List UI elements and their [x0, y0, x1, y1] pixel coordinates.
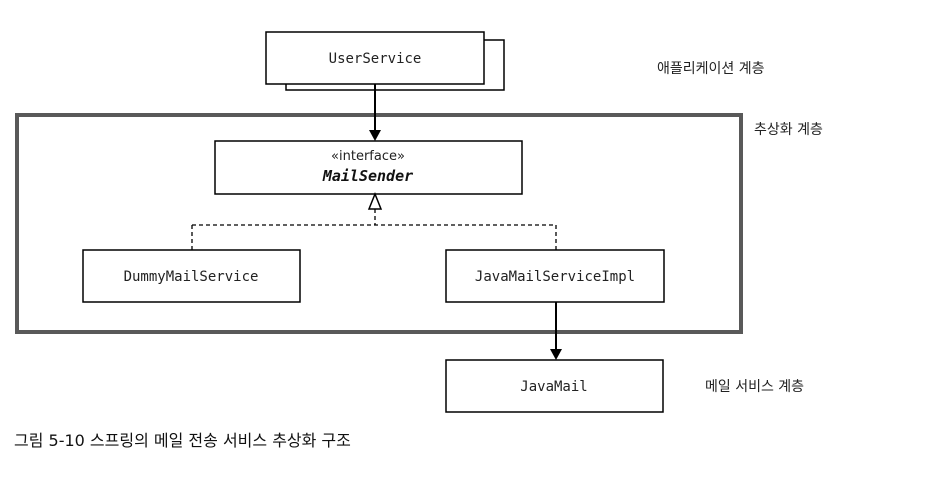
realization-connectors — [191, 191, 557, 250]
hollow-triangle-icon — [367, 191, 383, 210]
uses-arrow-impl-to-javamail — [550, 302, 562, 360]
user-service-label: UserService — [329, 51, 422, 67]
user-service-box-front — [265, 31, 485, 85]
interface-stereotype-label: «interface» — [331, 149, 405, 164]
user-service-box: UserService — [265, 31, 505, 91]
java-mail-service-impl-box: JavaMailServiceImpl — [445, 249, 665, 303]
arrowhead-icon — [550, 349, 562, 360]
figure-caption: 그림 5-10 스프링의 메일 전송 서비스 추상화 구조 — [14, 431, 351, 450]
dummy-mail-service-label: DummyMailService — [124, 269, 259, 285]
dummy-mail-service-box: DummyMailService — [82, 249, 301, 303]
application-layer-label: 애플리케이션 계층 — [657, 61, 765, 77]
mail-sender-box: «interface» MailSender — [214, 140, 523, 195]
uses-arrow-user-to-mailsender — [369, 84, 381, 141]
mail-service-layer-label: 메일 서비스 계층 — [705, 379, 804, 395]
mail-sender-label: MailSender — [322, 167, 413, 185]
abstraction-layer-label: 추상화 계층 — [754, 122, 823, 138]
arrowhead-icon — [369, 130, 381, 141]
java-mail-label: JavaMail — [520, 379, 587, 395]
java-mail-box: JavaMail — [445, 359, 664, 413]
abstraction-layer-frame — [15, 113, 743, 334]
java-mail-service-impl-label: JavaMailServiceImpl — [475, 269, 635, 285]
